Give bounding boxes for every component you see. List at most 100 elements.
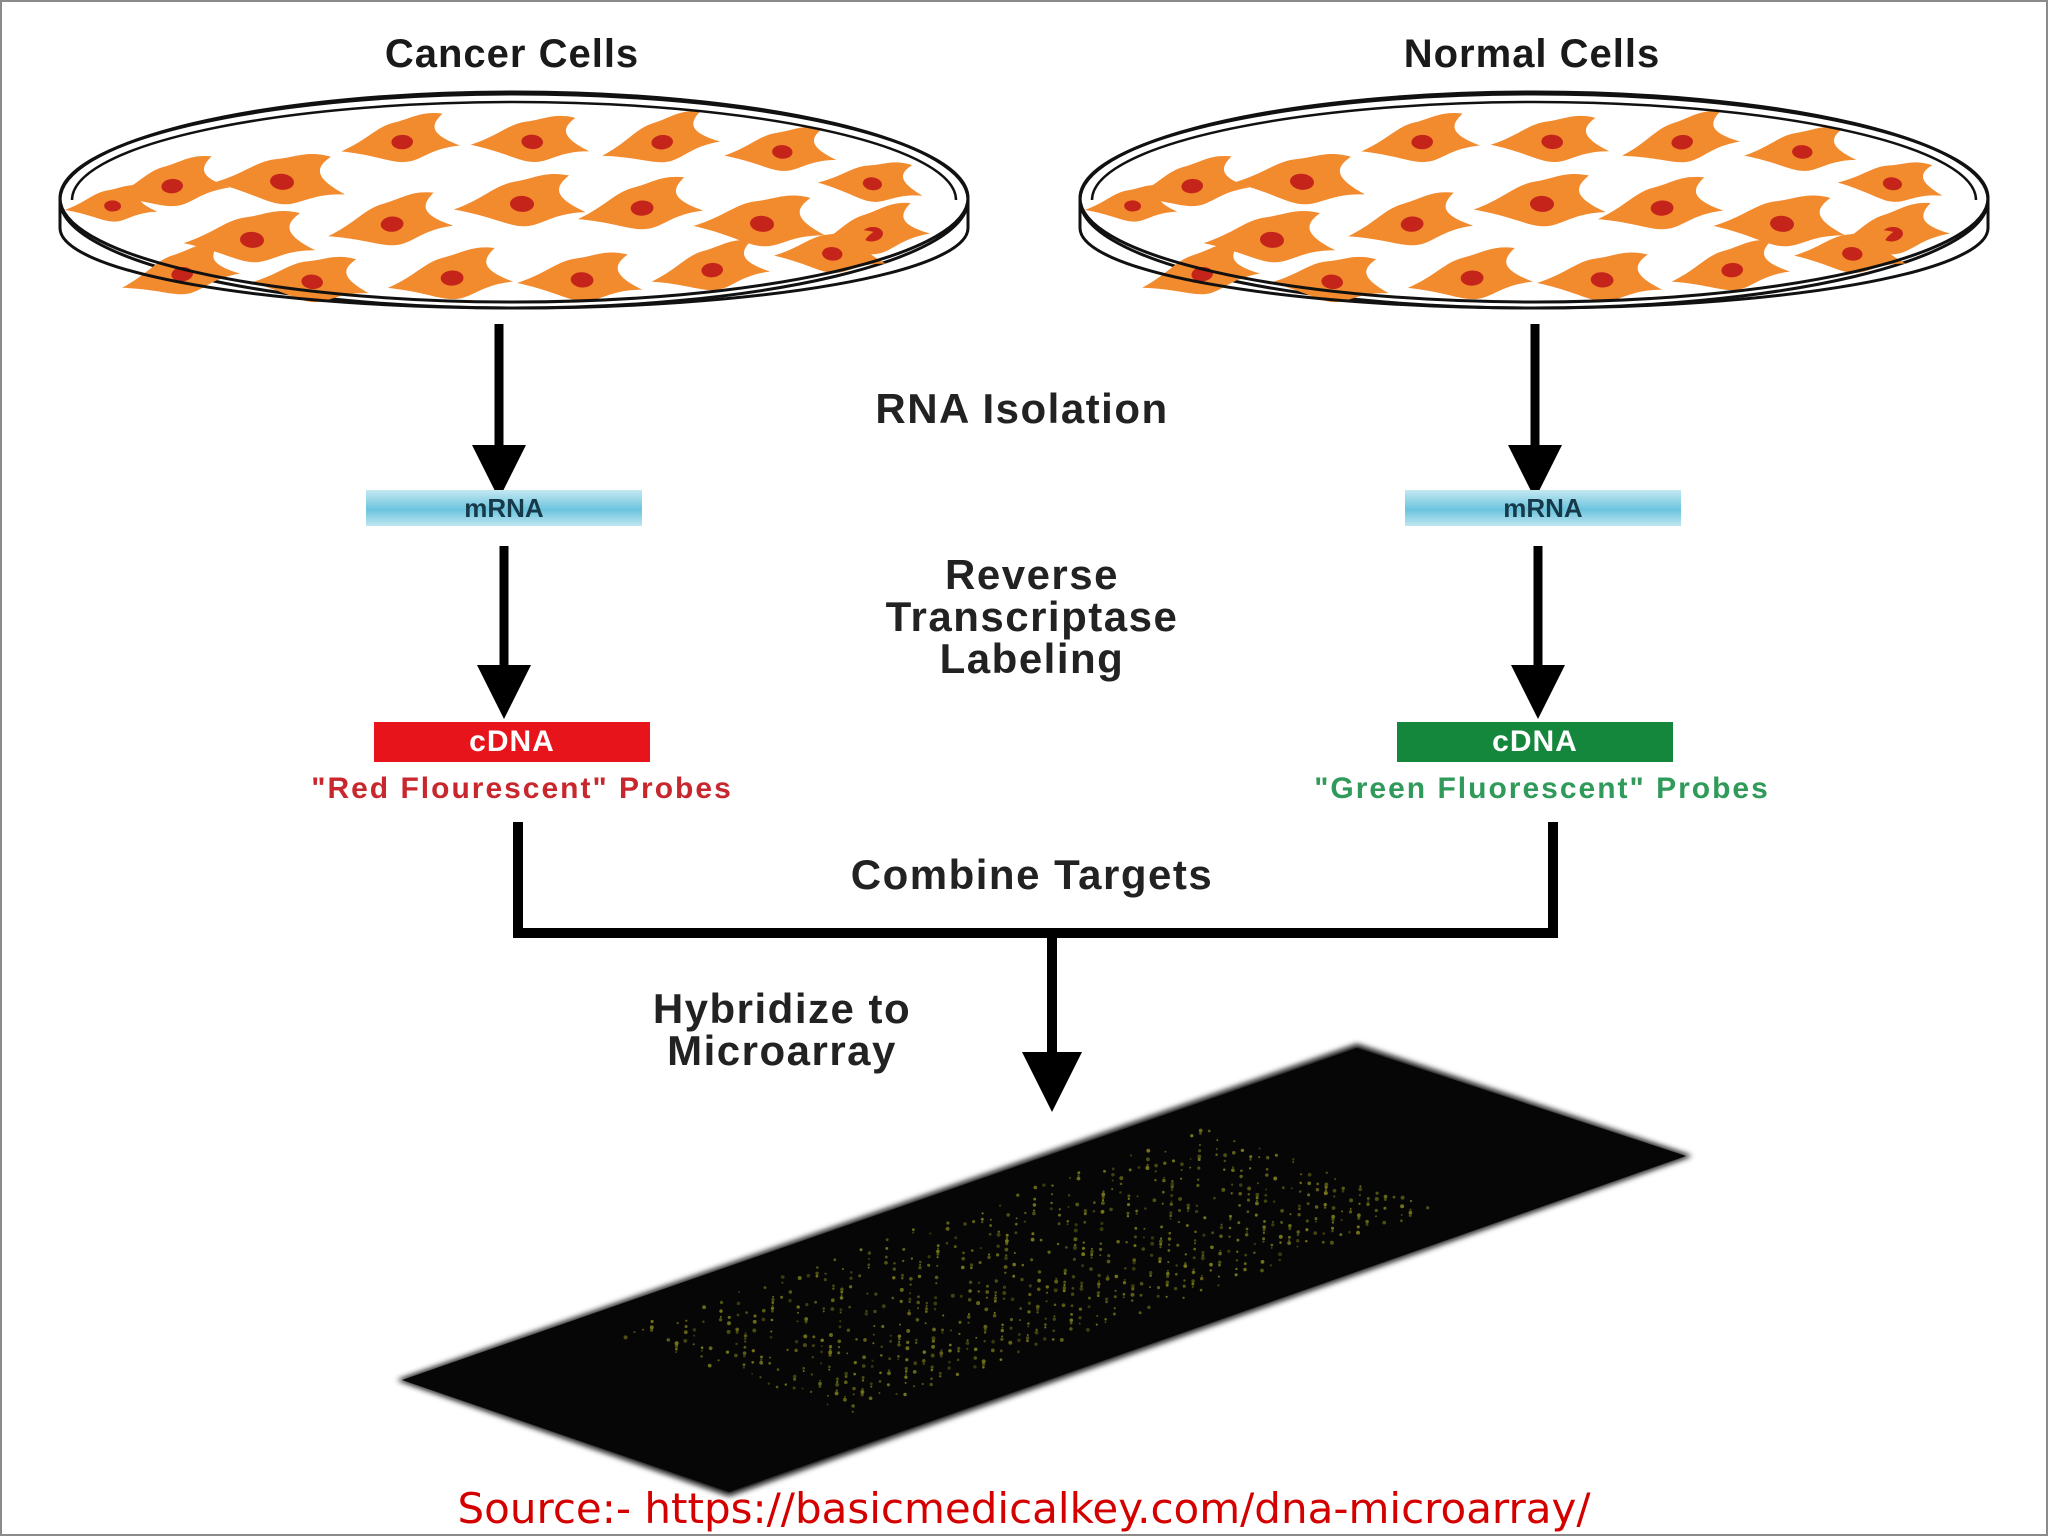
microarray-spot — [1356, 1225, 1360, 1229]
microarray-spot — [1400, 1195, 1405, 1200]
microarray-spot — [1095, 1323, 1098, 1326]
microarray-spot — [1173, 1286, 1178, 1291]
microarray-spot — [891, 1296, 895, 1300]
microarray-chip — [397, 1044, 1692, 1496]
microarray-spot — [912, 1231, 915, 1234]
microarray-spot — [815, 1274, 819, 1278]
microarray-spot — [1189, 1158, 1192, 1160]
microarray-spot — [1228, 1214, 1233, 1218]
microarray-spot — [1341, 1186, 1345, 1191]
microarray-spot — [1227, 1249, 1231, 1253]
microarray-spot — [837, 1351, 841, 1355]
microarray-spot — [925, 1301, 929, 1305]
microarray-spot — [916, 1300, 920, 1305]
microarray-spot — [864, 1312, 869, 1316]
rt-line-3: Labeling — [939, 635, 1125, 682]
microarray-spot — [1314, 1205, 1319, 1209]
microarray-spot — [930, 1353, 935, 1358]
microarray-spot — [1237, 1221, 1241, 1225]
microarray-spot — [837, 1339, 842, 1344]
microarray-spot — [941, 1328, 944, 1332]
microarray-spot — [941, 1331, 944, 1334]
microarray-spot — [1306, 1202, 1310, 1206]
microarray-spot — [1365, 1223, 1369, 1226]
microarray-spot — [1133, 1235, 1137, 1239]
microarray-spot — [885, 1246, 889, 1250]
cell — [1837, 162, 1943, 202]
microarray-spot — [968, 1280, 973, 1285]
cell — [1361, 113, 1480, 163]
microarray-spot — [852, 1386, 856, 1391]
microarray-spot — [977, 1290, 980, 1293]
microarray-spot — [1052, 1317, 1056, 1321]
microarray-spot — [948, 1343, 952, 1347]
microarray-spot — [1217, 1284, 1220, 1287]
microarray-spot — [897, 1337, 901, 1341]
microarray-spot — [930, 1365, 934, 1369]
microarray-spot — [1194, 1230, 1197, 1234]
microarray-spot — [735, 1327, 740, 1332]
microarray-spot — [1400, 1214, 1403, 1216]
microarray-spot — [993, 1299, 997, 1303]
microarray-spot — [816, 1266, 819, 1269]
microarray-spot — [905, 1346, 910, 1351]
microarray-spot — [1357, 1216, 1361, 1220]
microarray-spot — [1170, 1188, 1174, 1192]
microarray-spot — [976, 1301, 981, 1306]
cell — [1270, 256, 1389, 303]
microarray-spot — [1104, 1318, 1107, 1321]
microarray-spot — [939, 1375, 942, 1378]
microarray-spot — [1299, 1172, 1303, 1176]
microarray-spot — [869, 1382, 873, 1386]
microarray-spot — [1156, 1294, 1160, 1298]
microarray-spot — [1030, 1237, 1035, 1242]
microarray-spot — [683, 1330, 688, 1335]
microarray-spot — [1027, 1310, 1031, 1314]
microarray-spot — [1184, 1261, 1187, 1265]
microarray-spot — [865, 1309, 868, 1313]
microarray-spot — [1324, 1188, 1328, 1192]
microarray-spot — [902, 1259, 905, 1263]
microarray-spot — [861, 1375, 865, 1380]
microarray-spot — [1063, 1271, 1067, 1275]
microarray-spot — [939, 1351, 944, 1355]
microarray-spot — [1001, 1335, 1004, 1338]
microarray-spot — [1080, 1284, 1083, 1288]
microarray-spot — [1180, 1162, 1184, 1167]
cell — [64, 185, 158, 222]
microarray-spot — [742, 1366, 745, 1369]
microarray-spot — [802, 1366, 805, 1370]
microarray-spot — [1189, 1166, 1192, 1169]
microarray-spot — [872, 1333, 875, 1336]
cell — [817, 162, 923, 202]
microarray-spot — [769, 1335, 773, 1339]
microarray-spot — [1249, 1158, 1252, 1161]
microarray-spot — [860, 1393, 864, 1397]
microarray-spot — [1032, 1211, 1036, 1216]
microarray-spot — [776, 1368, 780, 1371]
microarray-spot — [983, 1331, 987, 1334]
microarray-spot — [868, 1257, 871, 1260]
microarray-spot — [772, 1295, 775, 1298]
microarray-spot — [872, 1342, 875, 1345]
microarray-spot — [1316, 1182, 1320, 1186]
microarray-spot — [792, 1374, 797, 1379]
microarray-spot — [1159, 1237, 1163, 1240]
microarray-spot — [1235, 1267, 1238, 1271]
microarray-spot — [1245, 1233, 1249, 1237]
cell — [577, 176, 704, 230]
microarray-spot — [1408, 1213, 1412, 1218]
microarray-spot — [1305, 1228, 1309, 1232]
microarray-spot — [1265, 1188, 1268, 1191]
combine-bracket — [513, 822, 1558, 938]
microarray-spot — [902, 1247, 906, 1251]
microarray-spot — [895, 1392, 898, 1396]
microarray-spot — [862, 1355, 866, 1360]
microarray-spot — [1178, 1197, 1182, 1201]
microarray-spot — [1145, 1166, 1150, 1170]
microarray-spot — [931, 1344, 936, 1349]
microarray-spot — [1063, 1268, 1068, 1273]
microarray-spot — [1141, 1247, 1146, 1251]
microarray-spot — [1116, 1239, 1120, 1244]
microarray-spot — [837, 1345, 841, 1349]
